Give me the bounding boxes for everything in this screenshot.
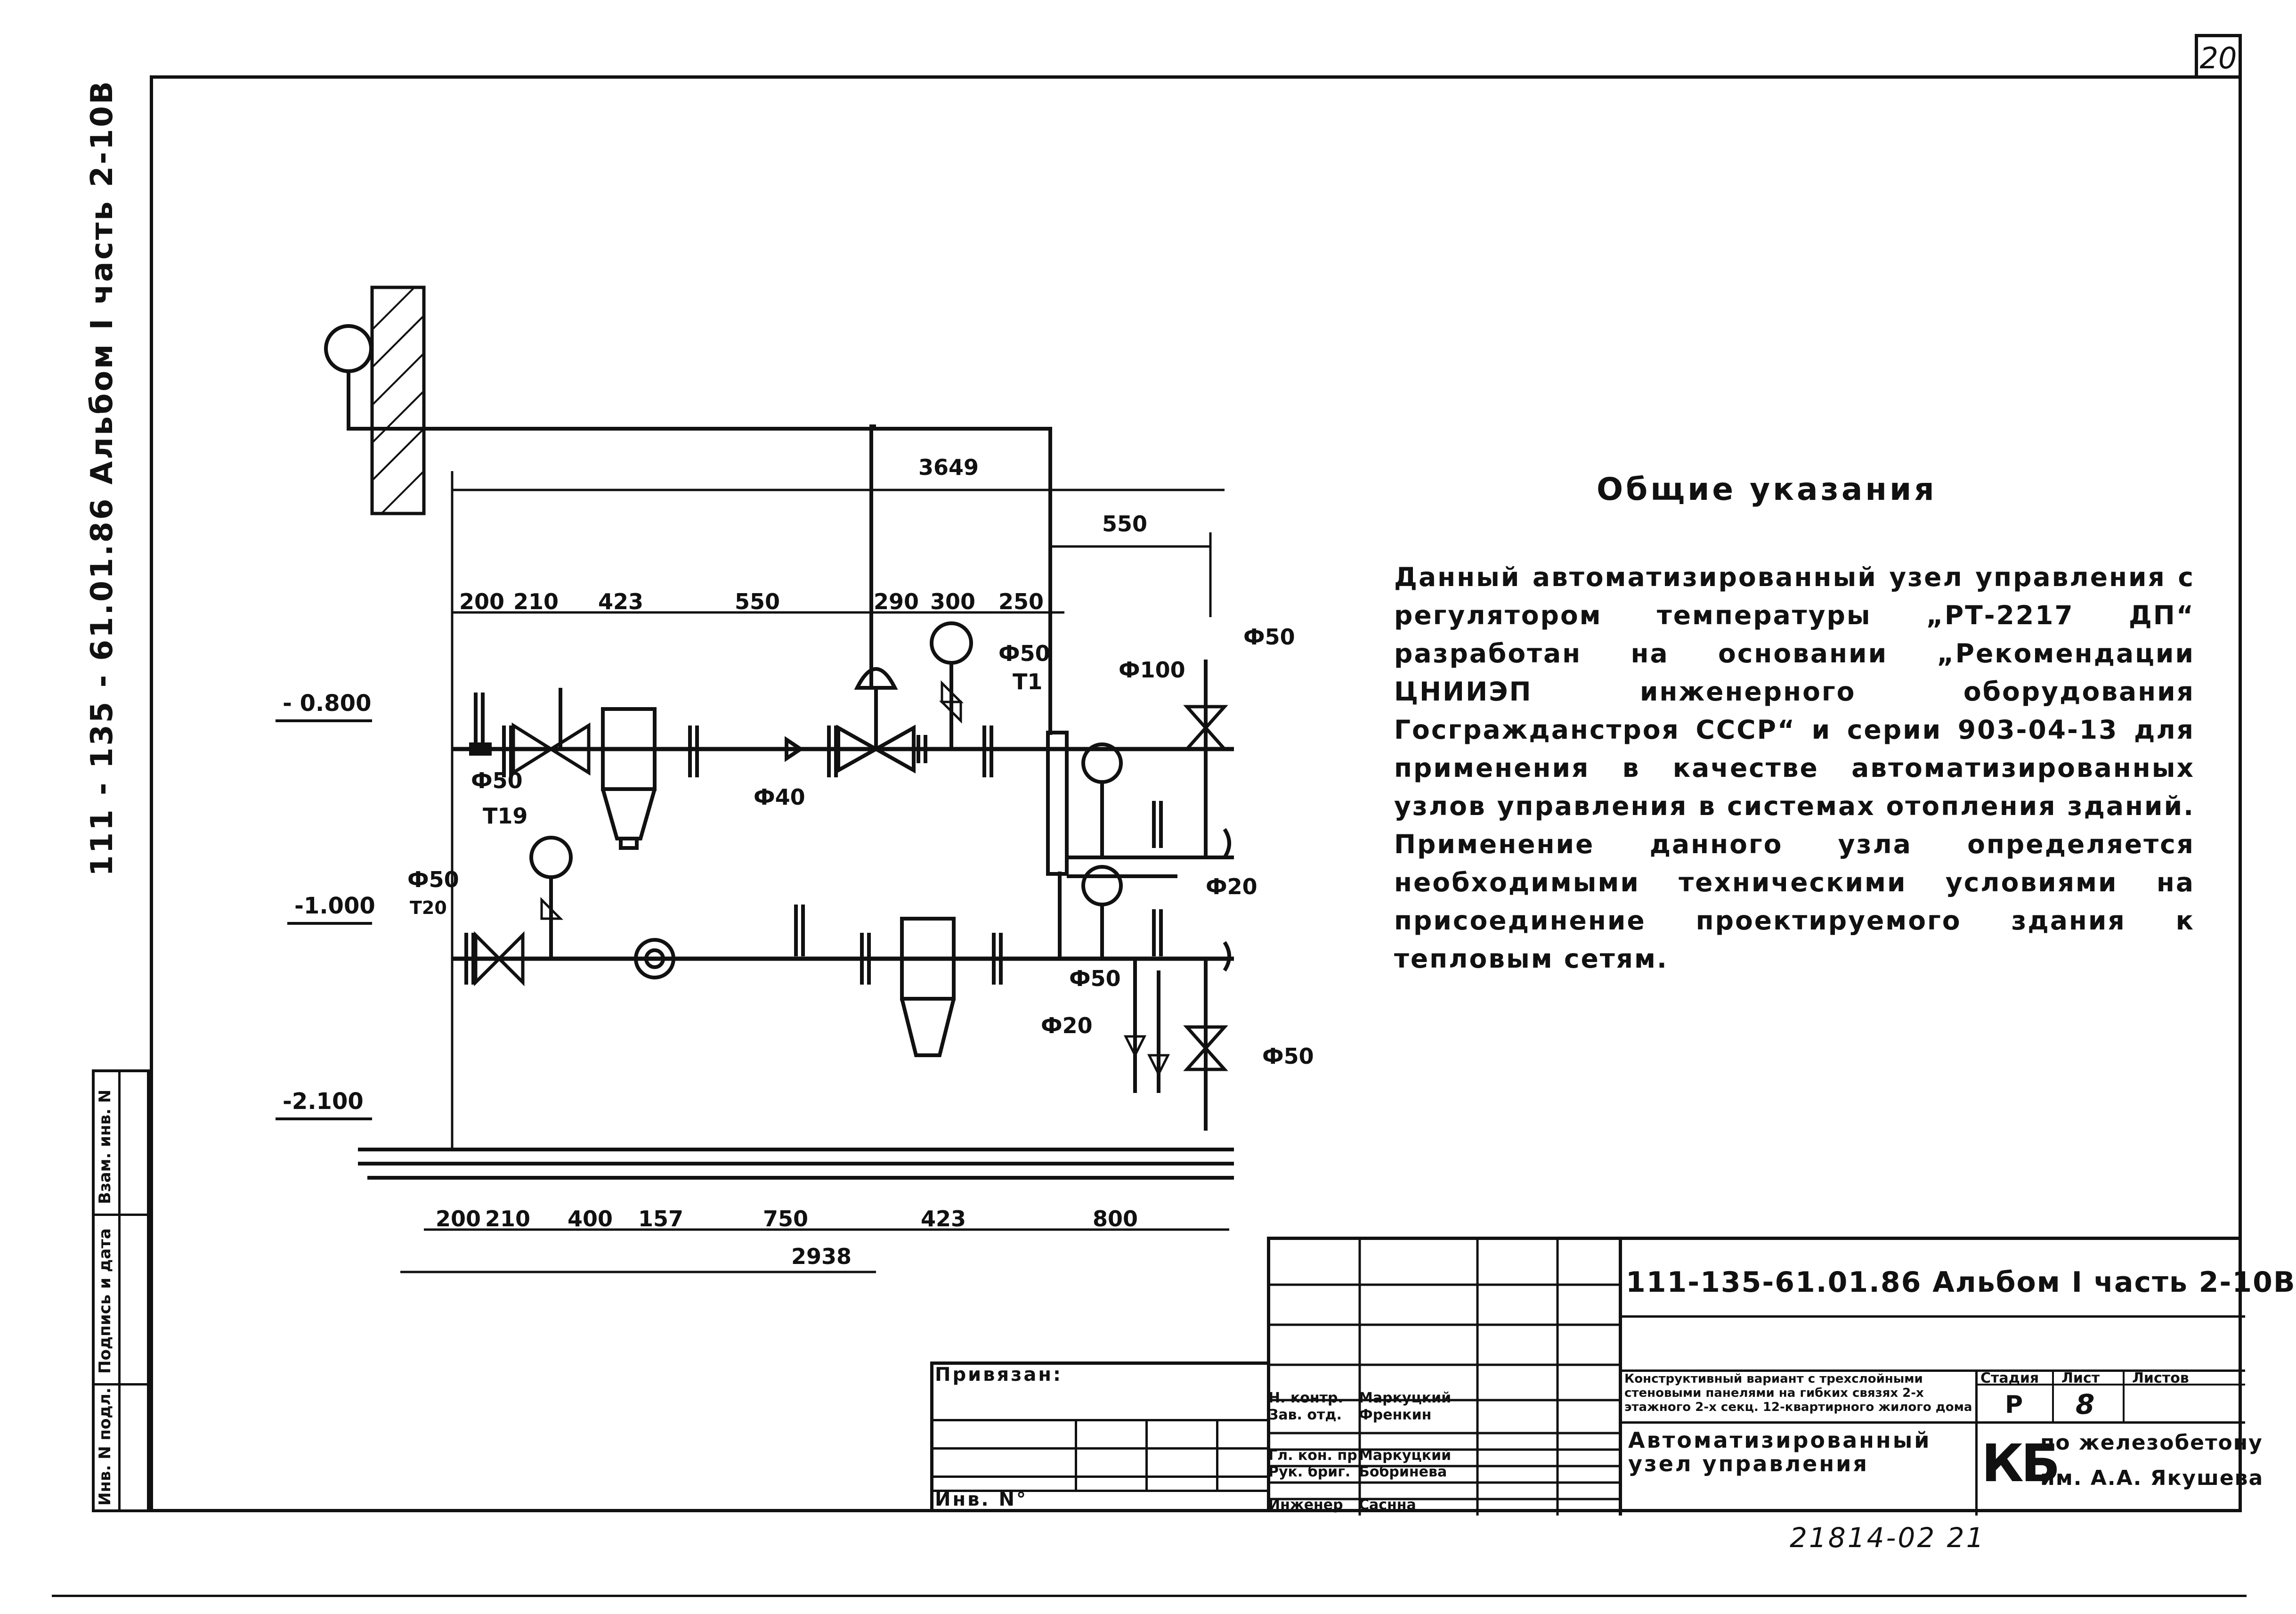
level-label-supply: - 0.800 [283, 690, 372, 717]
floor-slab [358, 1148, 1234, 1180]
pipe-label-phi50-t20: Ф50 [407, 867, 459, 892]
dim-top-3: 423 [598, 589, 644, 614]
signer-role-4: Рук. бриг. [1268, 1464, 1351, 1480]
signer-role-2: Зав. отд. [1268, 1407, 1342, 1423]
pipe-label-phi50-t19: Ф50 [471, 768, 523, 793]
signer-name-2: Френкин [1359, 1407, 1432, 1423]
dim-bottom-total: 2938 [791, 1244, 852, 1269]
signer-name-3: Маркуцкий [1359, 1447, 1452, 1464]
pipe-label-phi40: Ф40 [754, 784, 805, 810]
variant-description: Конструктивный вариант с трехслойными ст… [1624, 1372, 1972, 1414]
stage-value: Р [2005, 1391, 2023, 1419]
signer-role-1: Н. контр. [1268, 1390, 1343, 1406]
outdoor-temperature-sensor [324, 324, 373, 373]
notes-body: Данный автоматизированный узел управлени… [1394, 562, 2195, 974]
sheet-header: Лист [2061, 1370, 2100, 1386]
dim-top-7: 250 [998, 589, 1044, 614]
org-line-2: им. А.А. Якушева [2040, 1466, 2264, 1490]
pipe-label-phi50-bottom-right: Ф50 [1262, 1043, 1314, 1069]
bound-block [930, 1361, 1270, 1512]
inventory-label: Инв. N° [935, 1489, 1028, 1510]
pipe-label-phi50-t1: Ф50 [998, 641, 1050, 666]
pipe-label-t20: Т20 [410, 897, 447, 918]
footer-number: 21814-02 21 [1790, 1522, 1986, 1554]
pipe-label-phi20-bypass: Ф20 [1041, 1013, 1093, 1038]
sheets-header: Листов [2132, 1370, 2189, 1386]
dim-top-6: 300 [930, 589, 976, 614]
dim-bottom-2: 210 [485, 1206, 531, 1231]
org-abbreviation: КБ [1981, 1433, 2061, 1493]
level-label-return: -1.000 [294, 893, 375, 919]
stage-header: Стадия [1980, 1370, 2039, 1386]
signer-role-3: Гл. кон. пр. [1268, 1447, 1363, 1464]
dim-bottom-1: 200 [436, 1206, 481, 1231]
stamp-column: Инв. N подл. Подпись и дата Взам. инв. N [92, 1069, 150, 1512]
pipe-label-t19: Т19 [483, 803, 528, 829]
pipe-label-phi50-return: Ф50 [1069, 966, 1121, 991]
org-line-1: по железобетону [2040, 1431, 2263, 1455]
drawing-frame [150, 75, 2242, 1512]
pipe-label-phi100: Ф100 [1119, 657, 1185, 683]
signer-name-4: Бобринева [1359, 1464, 1447, 1480]
signer-role-5: Инженер [1268, 1497, 1343, 1513]
bottom-rule [52, 1595, 2247, 1597]
signer-name-5: Саснна [1359, 1497, 1416, 1513]
dim-top-1: 200 [459, 589, 505, 614]
level-label-floor: -2.100 [283, 1088, 364, 1115]
dim-top-2: 210 [513, 589, 559, 614]
dim-bottom-3: 400 [568, 1206, 613, 1231]
building-wall [349, 285, 447, 515]
return-pipeline [452, 836, 1234, 1131]
sheet-value: 8 [2076, 1388, 2095, 1420]
title-block: 111-135-61.01.86 Альбом I часть 2-10В Ко… [1267, 1237, 2295, 1516]
signer-name-1: Маркуцкий [1359, 1390, 1452, 1406]
pipe-label-t1: Т1 [1013, 669, 1043, 694]
doc-code: 111-135-61.01.86 Альбом I часть 2-10В [1626, 1266, 2296, 1299]
dim-bottom-6: 423 [921, 1206, 966, 1231]
supply-pipeline [452, 621, 1234, 878]
dim-bottom-4: 157 [638, 1206, 684, 1231]
bound-label: Привязан: [935, 1364, 1063, 1386]
level-markers [276, 719, 372, 1120]
dim-top-right: 550 [1102, 511, 1148, 537]
dim-bottom-5: 750 [763, 1206, 809, 1231]
drawing-title: Автоматизированный узел управления [1628, 1427, 1931, 1476]
sheet-number: 20 [2195, 34, 2242, 79]
dim-bottom-7: 800 [1093, 1206, 1138, 1231]
dim-top-total: 3649 [918, 455, 979, 480]
pipe-label-phi20-right: Ф20 [1206, 874, 1258, 899]
dim-top-5: 290 [874, 589, 919, 614]
pipe-label-phi50-top-right: Ф50 [1243, 624, 1295, 650]
signature-grid [1270, 1240, 1619, 1516]
dim-top-4: 550 [735, 589, 780, 614]
dimension-lines [400, 471, 1229, 1273]
notes-title: Общие указания [1597, 471, 1937, 507]
